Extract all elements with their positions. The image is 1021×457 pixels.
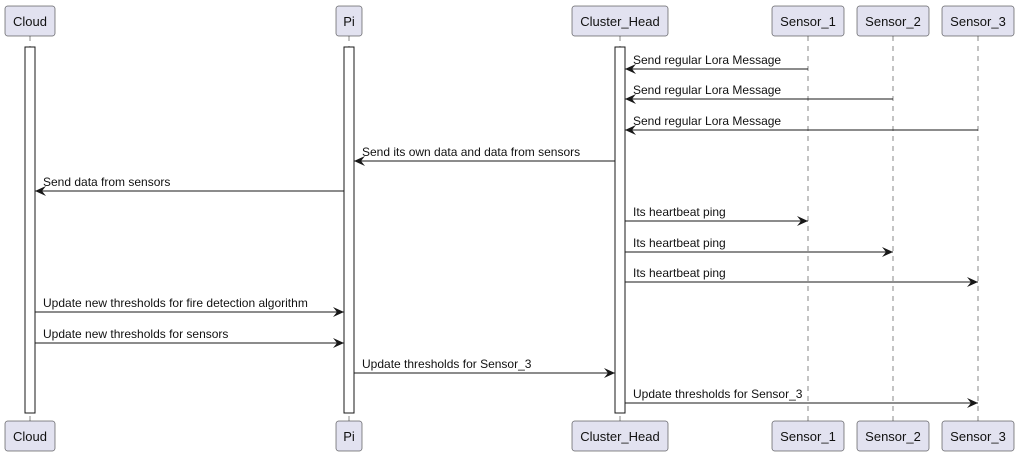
participant-label: Cloud: [13, 429, 47, 444]
participant-box: [941, 420, 1015, 452]
participant-label: Sensor_2: [865, 14, 921, 29]
participant-label: Cloud: [13, 14, 47, 29]
participant-sensor-3-bottom: Sensor_3: [941, 420, 1015, 452]
participant-cluster-head-top: Cluster_Head: [571, 5, 669, 37]
message-label-12: Update thresholds for Sensor_3: [633, 387, 803, 401]
participant-cluster-head-bottom: Cluster_Head: [571, 420, 669, 452]
activation-bar-cluster-head: [614, 46, 626, 414]
participant-box: [571, 420, 669, 452]
participant-box: [771, 5, 845, 37]
participant-box: [335, 420, 363, 452]
message-label-6: Its heartbeat ping: [633, 205, 726, 219]
participant-box: [4, 420, 56, 452]
activation-bar-cloud: [24, 46, 36, 414]
message-label-1: Send regular Lora Message: [633, 53, 781, 67]
message-label-5: Send data from sensors: [43, 175, 170, 189]
message-label-7: Its heartbeat ping: [633, 236, 726, 250]
message-label-11: Update thresholds for Sensor_3: [362, 357, 532, 371]
message-label-10: Update new thresholds for sensors: [43, 327, 228, 341]
activation-bar-pi: [343, 46, 355, 414]
participant-label: Pi: [343, 14, 355, 29]
participant-sensor-3-top: Sensor_3: [941, 5, 1015, 37]
participant-label: Sensor_3: [950, 429, 1006, 444]
participant-sensor-2-bottom: Sensor_2: [856, 420, 930, 452]
message-label-4: Send its own data and data from sensors: [362, 145, 580, 159]
participant-label: Cluster_Head: [580, 14, 660, 29]
participant-box: [856, 420, 930, 452]
participant-cloud-bottom: Cloud: [4, 420, 56, 452]
message-label-2: Send regular Lora Message: [633, 83, 781, 97]
participant-sensor-1-bottom: Sensor_1: [771, 420, 845, 452]
participant-label: Sensor_2: [865, 429, 921, 444]
participant-label: Sensor_3: [950, 14, 1006, 29]
participant-box: [771, 420, 845, 452]
participant-sensor-2-top: Sensor_2: [856, 5, 930, 37]
participant-box: [941, 5, 1015, 37]
participant-label: Sensor_1: [780, 429, 836, 444]
participant-box: [4, 5, 56, 37]
participant-pi-top: Pi: [335, 5, 363, 37]
participant-box: [335, 5, 363, 37]
participant-sensor-1-top: Sensor_1: [771, 5, 845, 37]
message-label-9: Update new thresholds for fire detection…: [43, 296, 308, 310]
participant-label: Pi: [343, 429, 355, 444]
participant-pi-bottom: Pi: [335, 420, 363, 452]
participant-cloud-top: Cloud: [4, 5, 56, 37]
participant-label: Cluster_Head: [580, 429, 660, 444]
participant-label: Sensor_1: [780, 14, 836, 29]
participant-box: [571, 5, 669, 37]
participant-box: [856, 5, 930, 37]
message-label-3: Send regular Lora Message: [633, 114, 781, 128]
message-label-8: Its heartbeat ping: [633, 266, 726, 280]
